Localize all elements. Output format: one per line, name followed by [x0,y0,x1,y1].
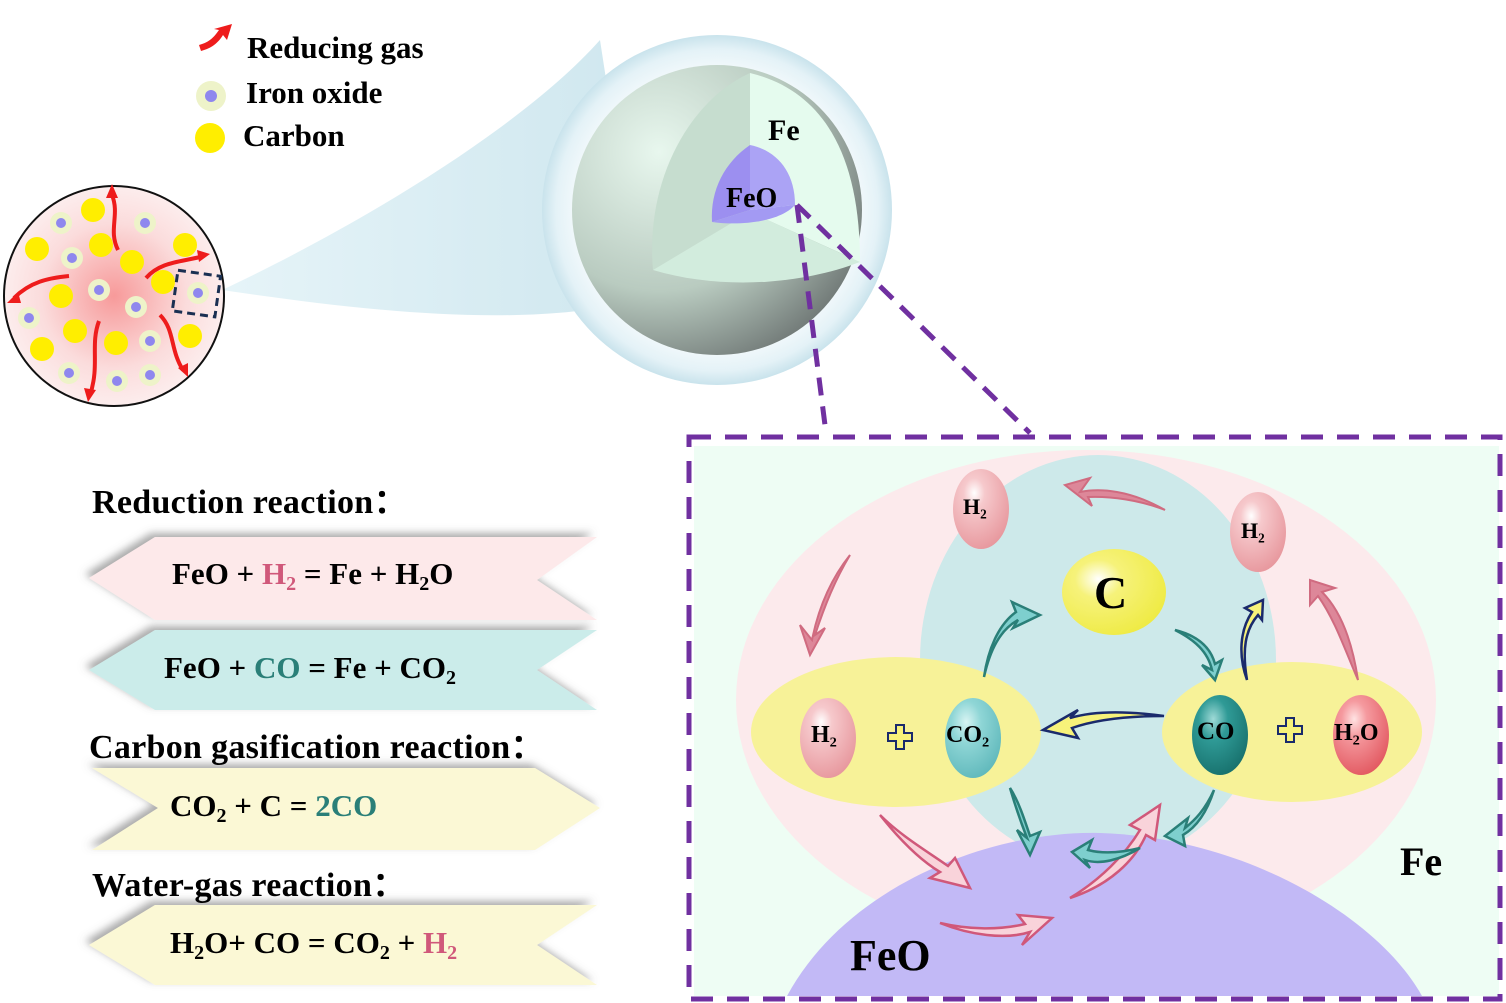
co-molecule [1192,695,1248,775]
label-fe-region: Fe [1400,839,1443,884]
banner-gasification [92,768,600,850]
iron-oxide-particles [18,212,209,392]
teal-arrow [982,599,1043,678]
legend-icons [195,24,232,153]
pellet-illustration [3,184,225,407]
connector-lines [794,203,1032,435]
cycle-arrow [1069,802,1162,900]
label-h2o: H₂O [1334,720,1379,746]
yellow-arrow [1039,708,1165,740]
reaction-banners [89,537,600,985]
label-h2-left: H₂ [811,722,837,748]
label-carbon: C [1094,567,1128,618]
equation-water-gas: H2O+ CO = CO2 + H2 [170,925,458,964]
label-co: CO [1197,718,1235,745]
banner-reduction-co [89,630,597,710]
heading-reduction: Reduction reaction： [92,484,408,521]
cycle-arrow [799,554,851,658]
reducing-gas-arrow-icon [199,24,232,51]
banner-water-gas [89,905,597,985]
carbon-molecule [1062,549,1166,635]
cycle-arrow [1309,578,1359,681]
teal-arrow [1069,837,1141,869]
detail-panel [686,434,1503,1002]
plus-icon [887,724,913,750]
h2-molecule-top-left [953,469,1009,549]
teal-arrow [1174,628,1225,683]
selection-box [170,268,223,319]
core-shell-sphere [542,35,892,385]
reducing-gas-arrows [12,194,201,396]
h2o-molecule [1333,695,1389,775]
h2-molecule-top-right [1230,492,1286,572]
equation-reduction-co: FeO + CO = Fe + CO2 [164,650,457,689]
sphere-fe-label: Fe [768,114,800,147]
sphere-feo-label: FeO [726,183,778,214]
zoom-cone [222,40,640,316]
heading-gasification: Carbon gasification reaction： [89,729,545,766]
cycle-arrow [879,814,973,890]
label-feo-region: FeO [850,931,931,980]
heading-water-gas: Water-gas reaction： [92,867,407,904]
co2-molecule [945,698,1001,778]
teal-arrow [1162,789,1216,849]
h2-molecule-left [800,698,856,778]
label-co2: CO₂ [946,722,990,748]
legend-label-carbon: Carbon [243,118,345,153]
carbon-particles [25,198,202,361]
equation-reduction-h2: FeO + H2 = Fe + H2O [172,556,454,595]
banner-reduction-h2 [89,537,597,620]
cycle-arrow [1062,476,1166,511]
label-h2-top-left: H₂ [963,494,987,519]
yellow-arrow [1240,598,1265,681]
equation-gasification: CO2 + C = 2CO [170,788,378,827]
legend-label-iron-oxide: Iron oxide [246,75,383,110]
legend-label-reducing-gas: Reducing gas [247,30,424,65]
cycle-arrow [939,913,1055,946]
label-h2-top-right: H₂ [1241,518,1265,543]
teal-arrow [1008,787,1043,858]
carbon-particle-icon [195,123,225,153]
plus-icon [1277,717,1303,743]
